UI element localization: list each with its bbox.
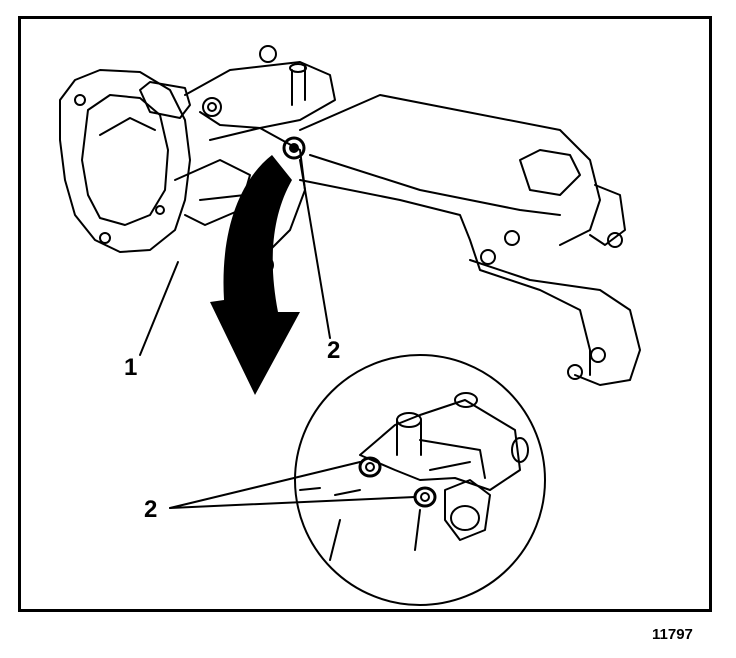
figure-number: 11797 [652, 626, 693, 643]
upper-fitting [139, 45, 336, 129]
leader-part-2-main [299, 159, 331, 339]
callout-part-2-detail: 2 [144, 496, 158, 523]
seal-detail-lower [413, 486, 437, 508]
leader-part-1 [139, 261, 179, 356]
detail-view [299, 392, 529, 561]
curved-arrow [210, 155, 300, 395]
figure-frame [18, 16, 712, 612]
seal-detail-upper [358, 456, 382, 478]
leader-part-2-detail-b [169, 496, 416, 509]
callout-part-2-main: 2 [327, 337, 341, 364]
pump-housing [59, 69, 251, 253]
callout-part-1: 1 [124, 354, 138, 381]
detail-circle [294, 354, 546, 606]
seal-main-view [282, 136, 306, 160]
leader-part-2-detail-a [169, 461, 361, 509]
